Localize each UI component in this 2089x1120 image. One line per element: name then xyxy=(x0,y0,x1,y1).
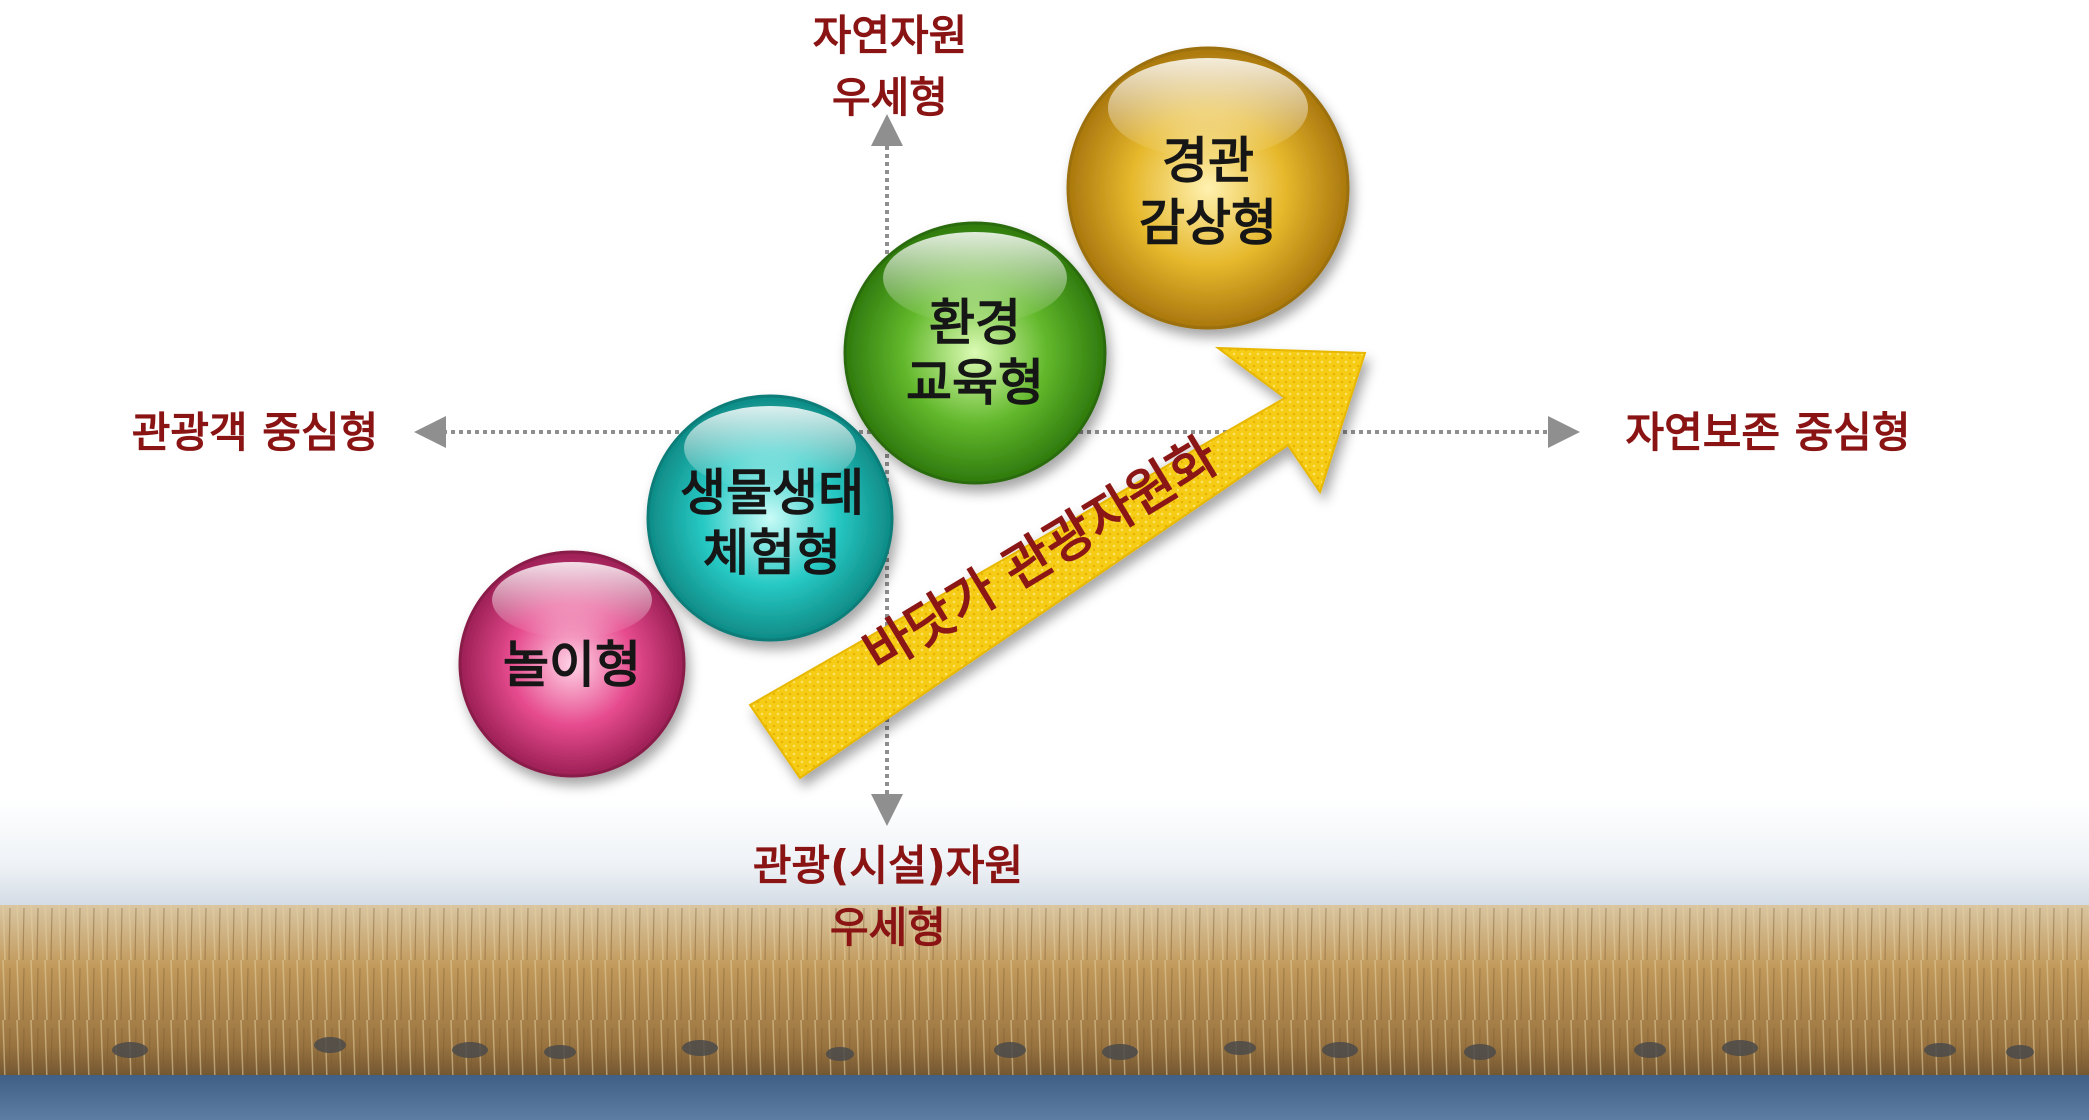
growth-arrow-shape xyxy=(748,346,1367,780)
bubble-view: 경관 감상형 xyxy=(1066,46,1350,330)
axis-label-right: 자연보존 중심형 xyxy=(1625,408,1910,457)
axis-label-top-line1: 자연자원 xyxy=(813,11,968,60)
axis-label-top-line2: 우세형 xyxy=(832,73,948,122)
bubble-view-line2: 감상형 xyxy=(1139,194,1277,252)
landscape-photo xyxy=(0,800,2089,1120)
bubble-bio-line2: 체험형 xyxy=(703,524,841,582)
crane-flock xyxy=(112,1037,2034,1061)
bubble-edu: 환경 교육형 xyxy=(843,221,1107,485)
bubble-bio-line1: 생물생태 xyxy=(680,464,864,522)
bubble-edu-line2: 교육형 xyxy=(906,354,1044,412)
bubble-view-line1: 경관 xyxy=(1162,132,1254,190)
axis-label-bottom-line2: 우세형 xyxy=(830,903,946,952)
bubble-play: 놀이형 xyxy=(458,550,686,778)
bubble-play-line1: 놀이형 xyxy=(503,636,641,694)
bubble-bio: 생물생태 체험형 xyxy=(646,394,894,642)
bubble-edu-line1: 환경 xyxy=(929,294,1021,352)
axis-label-left: 관광객 중심형 xyxy=(132,408,378,457)
axis-label-bottom-line1: 관광(시설)자원 xyxy=(753,841,1023,890)
